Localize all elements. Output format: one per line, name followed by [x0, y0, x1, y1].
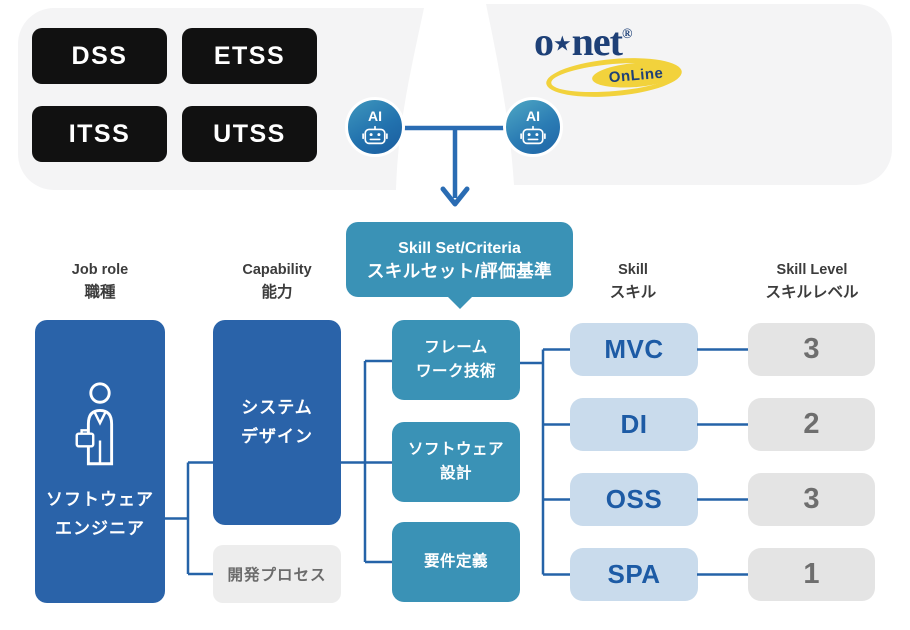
node-capability-system-design: システム デザイン [213, 320, 341, 525]
node-capability-dev-process: 開発プロセス [213, 545, 341, 603]
skill-chip-oss: OSS [570, 473, 698, 526]
skill-set-criteria-bubble: Skill Set/Criteria スキルセット/評価基準 [346, 222, 573, 297]
framework-chip-itss: ITSS [32, 106, 167, 162]
skill-level-di: 2 [748, 398, 875, 451]
framework-chip-etss: ETSS [182, 28, 317, 84]
header-skill-level: Skill Level スキルレベル [765, 262, 859, 301]
person-icon [75, 382, 114, 466]
skill-level-spa: 1 [748, 548, 875, 601]
framework-chip-dss: DSS [32, 28, 167, 84]
star-icon: ★ [553, 31, 572, 56]
arrow-down-icon [440, 186, 470, 207]
skill-level-mvc: 3 [748, 323, 875, 376]
header-skill: Skill スキル [609, 262, 657, 301]
skill-chip-di: DI [570, 398, 698, 451]
bubble-title-ja: スキルセット/評価基準 [366, 260, 553, 281]
node-skillset-software-design: ソフトウェア 設計 [392, 422, 520, 502]
skill-level-oss: 3 [748, 473, 875, 526]
robot-icon [362, 125, 388, 144]
ai-badge-right: AI [503, 97, 563, 157]
framework-chip-utss: UTSS [182, 106, 317, 162]
node-skillset-requirements: 要件定義 [392, 522, 520, 602]
node-skillset-framework-tech: フレーム ワーク技術 [392, 320, 520, 400]
header-job-role: Job role 職種 [71, 262, 129, 301]
bubble-title-en: Skill Set/Criteria [398, 239, 521, 257]
job-role-label: ソフトウェア エンジニア [46, 490, 154, 538]
node-job-role-software-engineer: ソフトウェア エンジニア [35, 320, 165, 603]
onet-online-logo: o★net® OnLine [528, 22, 696, 102]
registered-mark: ® [621, 27, 633, 43]
capability-label: システム デザイン [241, 398, 313, 446]
robot-icon [520, 125, 546, 144]
ai-badge-left: AI [345, 97, 405, 157]
onet-wordmark: o★net® [534, 19, 633, 64]
skill-chip-mvc: MVC [570, 323, 698, 376]
header-capability: Capability 能力 [242, 262, 312, 301]
skill-chip-spa: SPA [570, 548, 698, 601]
